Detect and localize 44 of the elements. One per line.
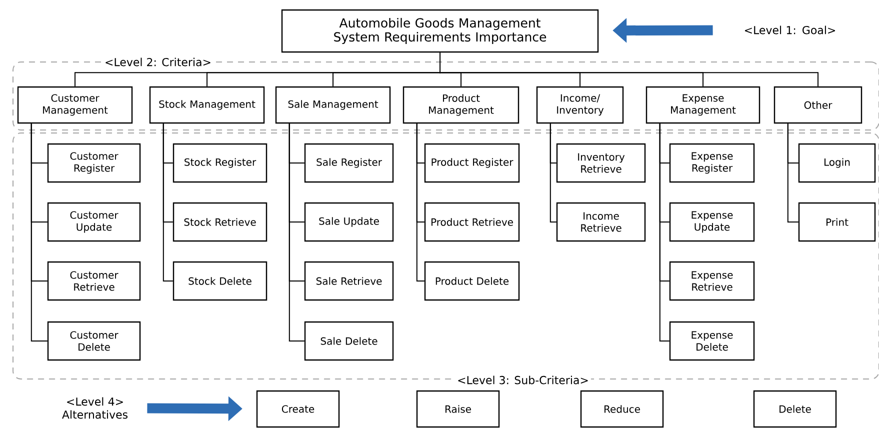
sub-criteria-box: Product Register — [424, 143, 520, 183]
sub-criteria-box: Sale Delete — [304, 321, 394, 361]
sub-criteria-box: Customer Update — [47, 202, 141, 242]
sub-criteria-box: Product Delete — [424, 261, 520, 301]
sub-criteria-box: Sale Retrieve — [304, 261, 394, 301]
tree-connector — [30, 123, 48, 342]
sub-criteria-box: Customer Retrieve — [47, 261, 141, 301]
tree-connector — [416, 123, 425, 282]
criteria-box: Sale Management — [275, 86, 391, 124]
criteria-box: Income/ Inventory — [536, 86, 624, 124]
alternative-box: Raise — [416, 390, 500, 428]
alternative-box: Reduce — [580, 390, 664, 428]
sub-criteria-box: Stock Delete — [172, 261, 268, 301]
sub-criteria-box: Inventory Retrieve — [556, 143, 646, 183]
criteria-box: Customer Management — [17, 86, 133, 124]
tree-connector — [288, 123, 305, 342]
sub-criteria-box: Sale Update — [304, 202, 394, 242]
criteria-box: Product Management — [402, 86, 520, 124]
sub-criteria-box: Stock Register — [172, 143, 268, 183]
criteria-box: Stock Management — [149, 86, 265, 124]
sub-criteria-box: Expense Update — [669, 202, 755, 242]
sub-criteria-box: Login — [798, 143, 876, 183]
sub-criteria-box: Product Retrieve — [424, 202, 520, 242]
alternative-box: Create — [256, 390, 340, 428]
goal-box: Automobile Goods Management System Requirements Importance — [281, 9, 599, 53]
alternative-box: Delete — [753, 390, 837, 428]
level-label: <Level 4> Alternatives — [62, 397, 128, 419]
sub-criteria-box: Expense Register — [669, 143, 755, 183]
tree-connector — [162, 123, 174, 282]
sub-criteria-box: Expense Retrieve — [669, 261, 755, 301]
criteria-box: Other — [774, 86, 862, 124]
sub-criteria-box: Print — [798, 202, 876, 242]
criteria-box: Expense Management — [646, 86, 760, 124]
sub-criteria-box: Customer Register — [47, 143, 141, 183]
sub-criteria-box: Sale Register — [304, 143, 394, 183]
tree-connector — [440, 52, 818, 87]
tree-connector — [659, 123, 670, 342]
sub-criteria-box: Expense Delete — [669, 321, 755, 361]
tree-connector — [550, 123, 557, 222]
tree-connector — [787, 123, 799, 222]
sub-criteria-box: Stock Retrieve — [172, 202, 268, 242]
sub-criteria-box: Customer Delete — [47, 321, 141, 361]
sub-criteria-box: Income Retrieve — [556, 202, 646, 242]
level-label: <Level 1: Goal> — [744, 26, 836, 34]
